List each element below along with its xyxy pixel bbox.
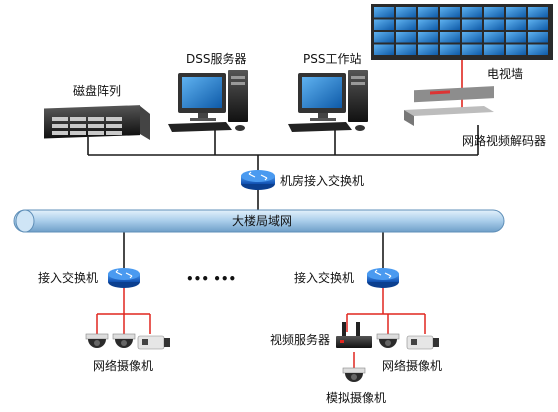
pss-workstation-computer-icon (288, 70, 368, 132)
access-switch-right-icon (367, 268, 399, 288)
decoder-device-icon (404, 86, 494, 126)
tv-wall-screen (374, 32, 394, 43)
ellipsis-more-switches: ••• ••• (186, 272, 236, 286)
tv-wall-screen (506, 19, 526, 30)
tv-wall-screen (440, 7, 460, 18)
tv-wall-screen (462, 19, 482, 30)
tv-wall-screen (418, 19, 438, 30)
tv-wall-screen (418, 7, 438, 18)
tv-wall-screen (440, 44, 460, 55)
tv-wall-screen (506, 44, 526, 55)
tv-wall-screen (528, 32, 548, 43)
tv-wall-screen (396, 19, 416, 30)
tv-wall-screen (484, 32, 504, 43)
video-server-label: 视频服务器 (270, 332, 330, 347)
analog-dome-camera-icon (342, 367, 366, 382)
tv-wall-screen (396, 7, 416, 18)
access-switch-left-label: 接入交换机 (38, 270, 98, 285)
dss-server-label: DSS服务器 (186, 51, 246, 66)
access-switch-right-label: 接入交换机 (294, 270, 354, 285)
pss-workstation-label: PSS工作站 (303, 52, 361, 66)
dss-server-computer-icon (168, 70, 248, 132)
tv-wall-screen (484, 7, 504, 18)
tv-wall-screen (440, 32, 460, 43)
access-switch-left-icon (108, 268, 140, 288)
tv-wall-screen (462, 32, 482, 43)
box-camera-icon (406, 335, 439, 350)
tv-wall-screen (418, 44, 438, 55)
tv-wall-screen (528, 7, 548, 18)
building-lan-bar (13, 209, 505, 233)
dome-camera-icon (85, 333, 109, 348)
tv-wall-screen (440, 19, 460, 30)
tv-wall-screen (374, 19, 394, 30)
tv-wall-screen (528, 44, 548, 55)
building-lan-label: 大楼局域网 (232, 213, 292, 228)
tv-wall-screen (396, 44, 416, 55)
tv-wall-screen (396, 32, 416, 43)
tv-wall-screen (528, 19, 548, 30)
ip-camera-left-label: 网络摄像机 (93, 358, 153, 373)
dome-camera-icon (112, 333, 136, 348)
tv-wall-screen (484, 19, 504, 30)
tv-wall-screen (506, 7, 526, 18)
tv-wall-screen (374, 7, 394, 18)
decoder-label: 网路视频解码器 (462, 133, 546, 148)
tv-wall-screen (374, 44, 394, 55)
disk-array-label: 磁盘阵列 (73, 83, 121, 98)
core-switch-label: 机房接入交换机 (280, 173, 364, 188)
disk-array-icon (44, 105, 150, 140)
dome-camera-icon (376, 333, 400, 348)
backbone-lines (87, 125, 479, 268)
box-camera-icon (137, 335, 170, 350)
ip-camera-right-label: 网络摄像机 (382, 358, 442, 373)
tv-wall-icon (371, 4, 553, 60)
video-server-icon (336, 322, 372, 348)
tv-wall-screen (418, 32, 438, 43)
left-camera-lines (96, 286, 151, 334)
tv-wall-screen (484, 44, 504, 55)
tv-wall-screen (462, 44, 482, 55)
tv-wall-screen (506, 32, 526, 43)
right-camera-lines (346, 286, 426, 368)
core-switch-icon (241, 170, 275, 190)
tv-wall-label: 电视墙 (487, 66, 523, 81)
tv-wall-screen (462, 7, 482, 18)
analog-camera-label: 模拟摄像机 (326, 390, 386, 405)
